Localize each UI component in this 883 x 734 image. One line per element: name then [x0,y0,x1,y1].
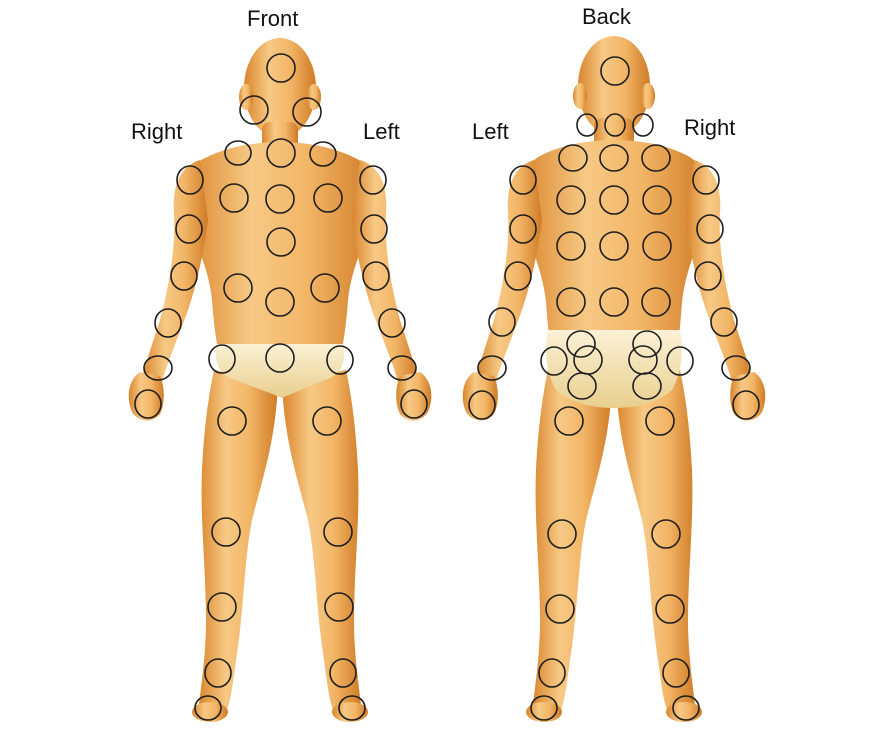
front-leg-right [198,370,278,716]
back-title: Back [582,6,631,28]
front-right-label: Right [131,121,182,143]
back-left-label: Left [472,121,509,143]
back-ear-right [641,83,655,109]
front-left-label: Left [363,121,400,143]
back-ear-left [573,83,587,109]
front-arm-left [352,160,418,382]
front-foot-left [332,702,368,722]
back-arm-left [476,160,542,382]
front-title: Front [247,8,298,30]
back-right-label: Right [684,117,735,139]
front-foot-right [192,702,228,722]
back-foot-right [666,702,702,722]
front-leg-left [282,370,362,716]
back-torso [521,140,708,356]
front-torso [185,142,375,360]
front-arm-right [142,160,208,382]
